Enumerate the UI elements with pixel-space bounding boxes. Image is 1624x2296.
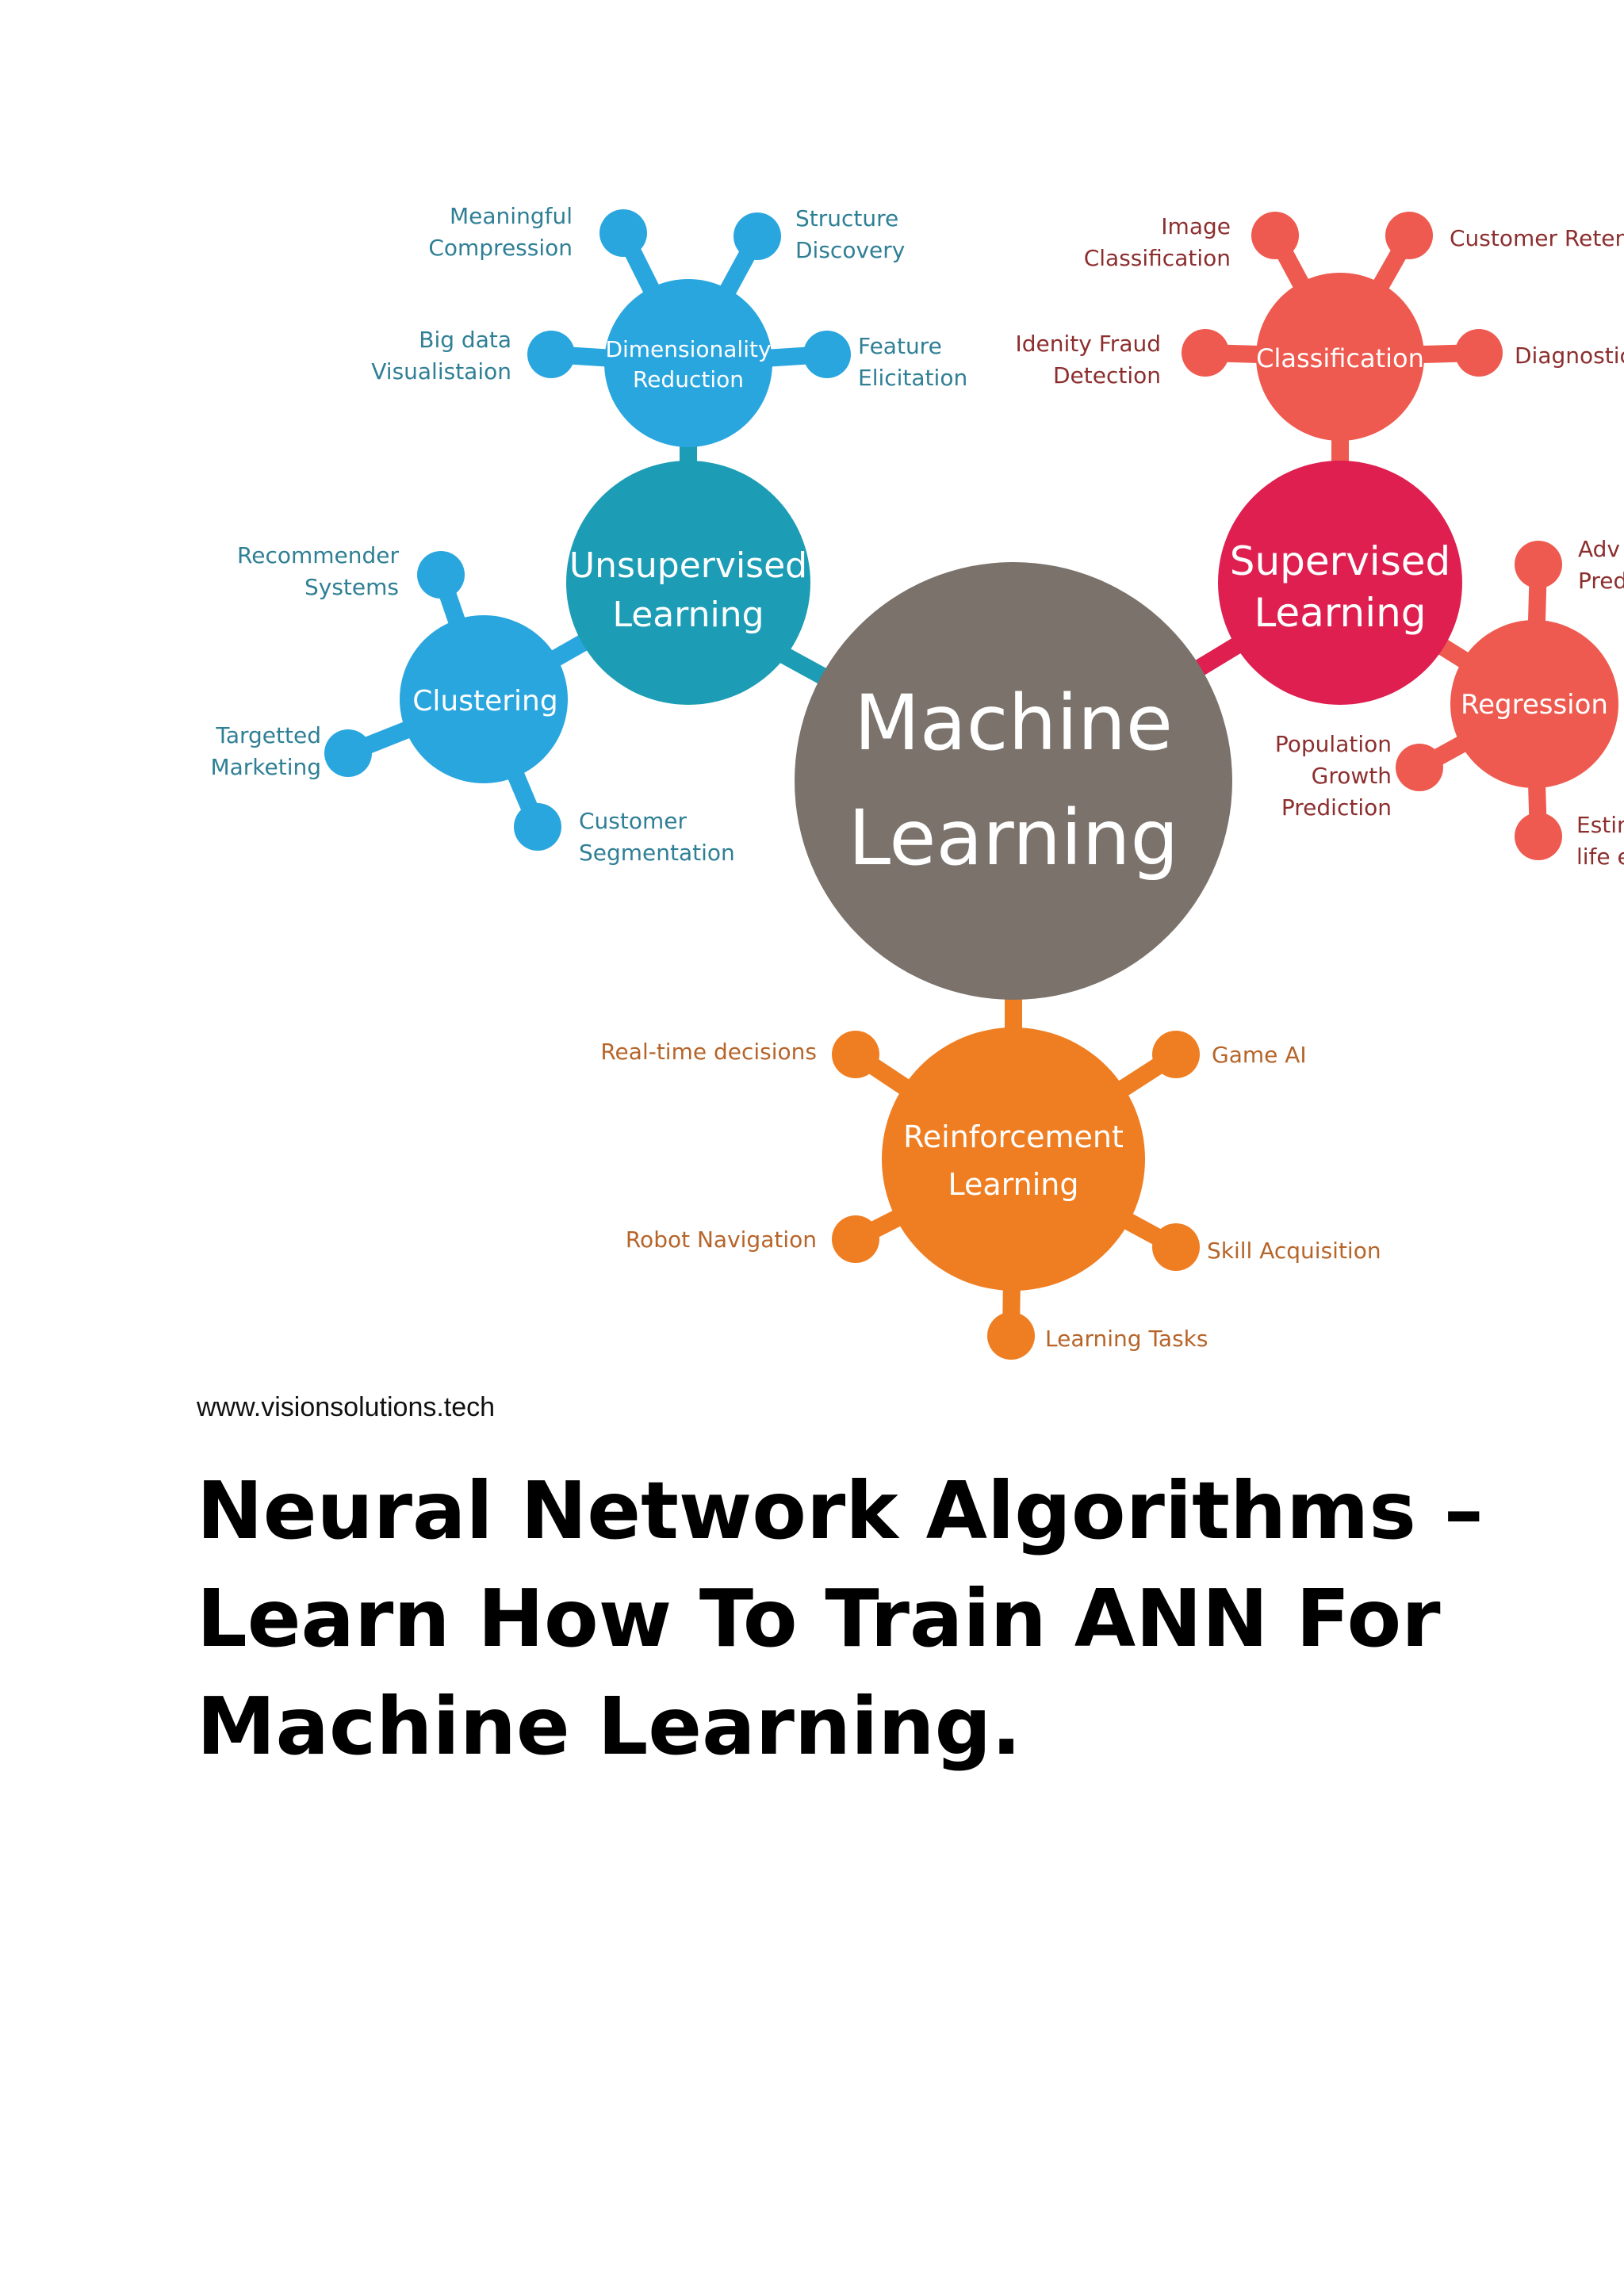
title-line-3: Machine Learning. — [197, 1680, 1022, 1773]
label-meaningful-line2: Compression — [428, 235, 573, 261]
title-line-2: Learn How To Train ANN For — [197, 1572, 1441, 1665]
label-bigdata-line1: Big data — [419, 327, 511, 353]
label-fraud-line1: Idenity Fraud — [1016, 331, 1162, 357]
label-life-line2: life e — [1576, 844, 1624, 870]
leaf-dot-meaningful-compression — [599, 209, 647, 257]
leaf-dot-recommender — [417, 551, 465, 599]
node-dimensionality-reduction — [604, 279, 772, 447]
leaf-labels: Meaningful Compression Structure Discove… — [210, 203, 1624, 1352]
leaf-dot-big-data — [527, 331, 575, 378]
label-retention: Customer Reten — [1450, 225, 1624, 251]
node-supervised-learning — [1218, 461, 1462, 705]
label-segmentation-line2: Segmentation — [579, 840, 735, 866]
node-classification — [1256, 273, 1424, 441]
leaf-dot-fraud — [1182, 329, 1229, 377]
leaf-dot-adv — [1515, 541, 1562, 588]
label-image-line1: Image — [1161, 213, 1231, 239]
leaf-dot-structure-discovery — [733, 212, 781, 260]
label-population-line2: Growth — [1312, 763, 1392, 789]
label-life-line1: Estin — [1576, 812, 1624, 838]
unsupervised-label-line2: Learning — [612, 595, 764, 635]
leaf-dot-feature-elicitation — [803, 331, 851, 378]
node-unsupervised-learning — [566, 461, 810, 705]
label-gameai: Game AI — [1212, 1042, 1307, 1068]
leaf-dots — [324, 209, 1562, 1360]
label-recommender-line1: Recommender — [237, 542, 399, 568]
label-segmentation-line1: Customer — [579, 808, 687, 834]
label-targetted-line2: Marketing — [210, 754, 321, 780]
page-title: Neural Network Algorithms – Learn How To… — [197, 1457, 1484, 1781]
label-skill: Skill Acquisition — [1207, 1238, 1381, 1264]
label-recommender-line2: Systems — [304, 574, 399, 600]
supervised-label-line2: Learning — [1254, 590, 1426, 636]
machine-learning-mindmap: Machine Learning Unsupervised Learning D… — [210, 203, 1624, 1360]
label-population-line1: Population — [1275, 731, 1392, 757]
label-adv-line1: Adv — [1578, 536, 1620, 562]
label-population-line3: Prediction — [1281, 794, 1392, 821]
label-adv-line2: Pred — [1578, 568, 1624, 594]
node-labels: Machine Learning Unsupervised Learning D… — [412, 336, 1608, 1202]
supervised-label-line1: Supervised — [1230, 538, 1451, 584]
leaf-dot-gameai — [1152, 1031, 1200, 1078]
node-reinforcement-learning — [882, 1027, 1145, 1291]
reinforcement-label-line1: Reinforcement — [903, 1119, 1124, 1154]
leaf-dot-life — [1515, 813, 1562, 860]
title-line-1: Neural Network Algorithms – — [197, 1464, 1484, 1557]
unsupervised-label-line1: Unsupervised — [569, 545, 807, 586]
label-feature-line2: Elicitation — [858, 365, 967, 391]
leaf-dot-robot — [832, 1215, 879, 1263]
label-diagnostics: Diagnostic — [1515, 342, 1624, 369]
reinforcement-label-line2: Learning — [948, 1167, 1079, 1202]
node-machine-learning — [795, 562, 1232, 1000]
node-regression — [1450, 620, 1618, 788]
leaf-dot-population — [1396, 744, 1443, 791]
leaf-dot-targetted — [324, 729, 372, 777]
center-label-line1: Machine — [854, 679, 1173, 767]
leaf-dot-diagnostics — [1455, 329, 1503, 377]
leaf-dot-segmentation — [514, 803, 561, 851]
leaf-dot-image-classification — [1251, 212, 1299, 259]
center-label-line2: Learning — [848, 794, 1179, 882]
dimensionality-label-line1: Dimensionality — [605, 336, 771, 362]
dimensionality-label-line2: Reduction — [633, 366, 744, 392]
label-robot: Robot Navigation — [626, 1226, 817, 1253]
label-feature-line1: Feature — [858, 333, 942, 359]
label-learning-tasks: Learning Tasks — [1045, 1326, 1208, 1352]
label-meaningful-line1: Meaningful — [450, 203, 573, 229]
regression-label: Regression — [1461, 689, 1608, 721]
label-realtime: Real-time decisions — [600, 1039, 817, 1065]
label-targetted-line1: Targetted — [215, 722, 321, 748]
clustering-label: Clustering — [412, 685, 557, 718]
leaf-dot-learning-tasks — [987, 1312, 1035, 1360]
label-structure-line2: Discovery — [795, 237, 905, 263]
leaf-dot-realtime — [832, 1031, 879, 1078]
label-structure-line1: Structure — [795, 205, 898, 232]
leaf-dot-skill — [1152, 1223, 1200, 1271]
label-image-line2: Classification — [1084, 245, 1231, 271]
node-clustering — [400, 615, 568, 783]
label-bigdata-line2: Visualistaion — [371, 358, 511, 385]
classification-label: Classification — [1256, 343, 1424, 373]
label-fraud-line2: Detection — [1053, 362, 1161, 388]
leaf-dot-customer-retention — [1385, 212, 1433, 259]
nodes — [400, 273, 1618, 1291]
source-url[interactable]: www.visionsolutions.tech — [197, 1392, 496, 1422]
